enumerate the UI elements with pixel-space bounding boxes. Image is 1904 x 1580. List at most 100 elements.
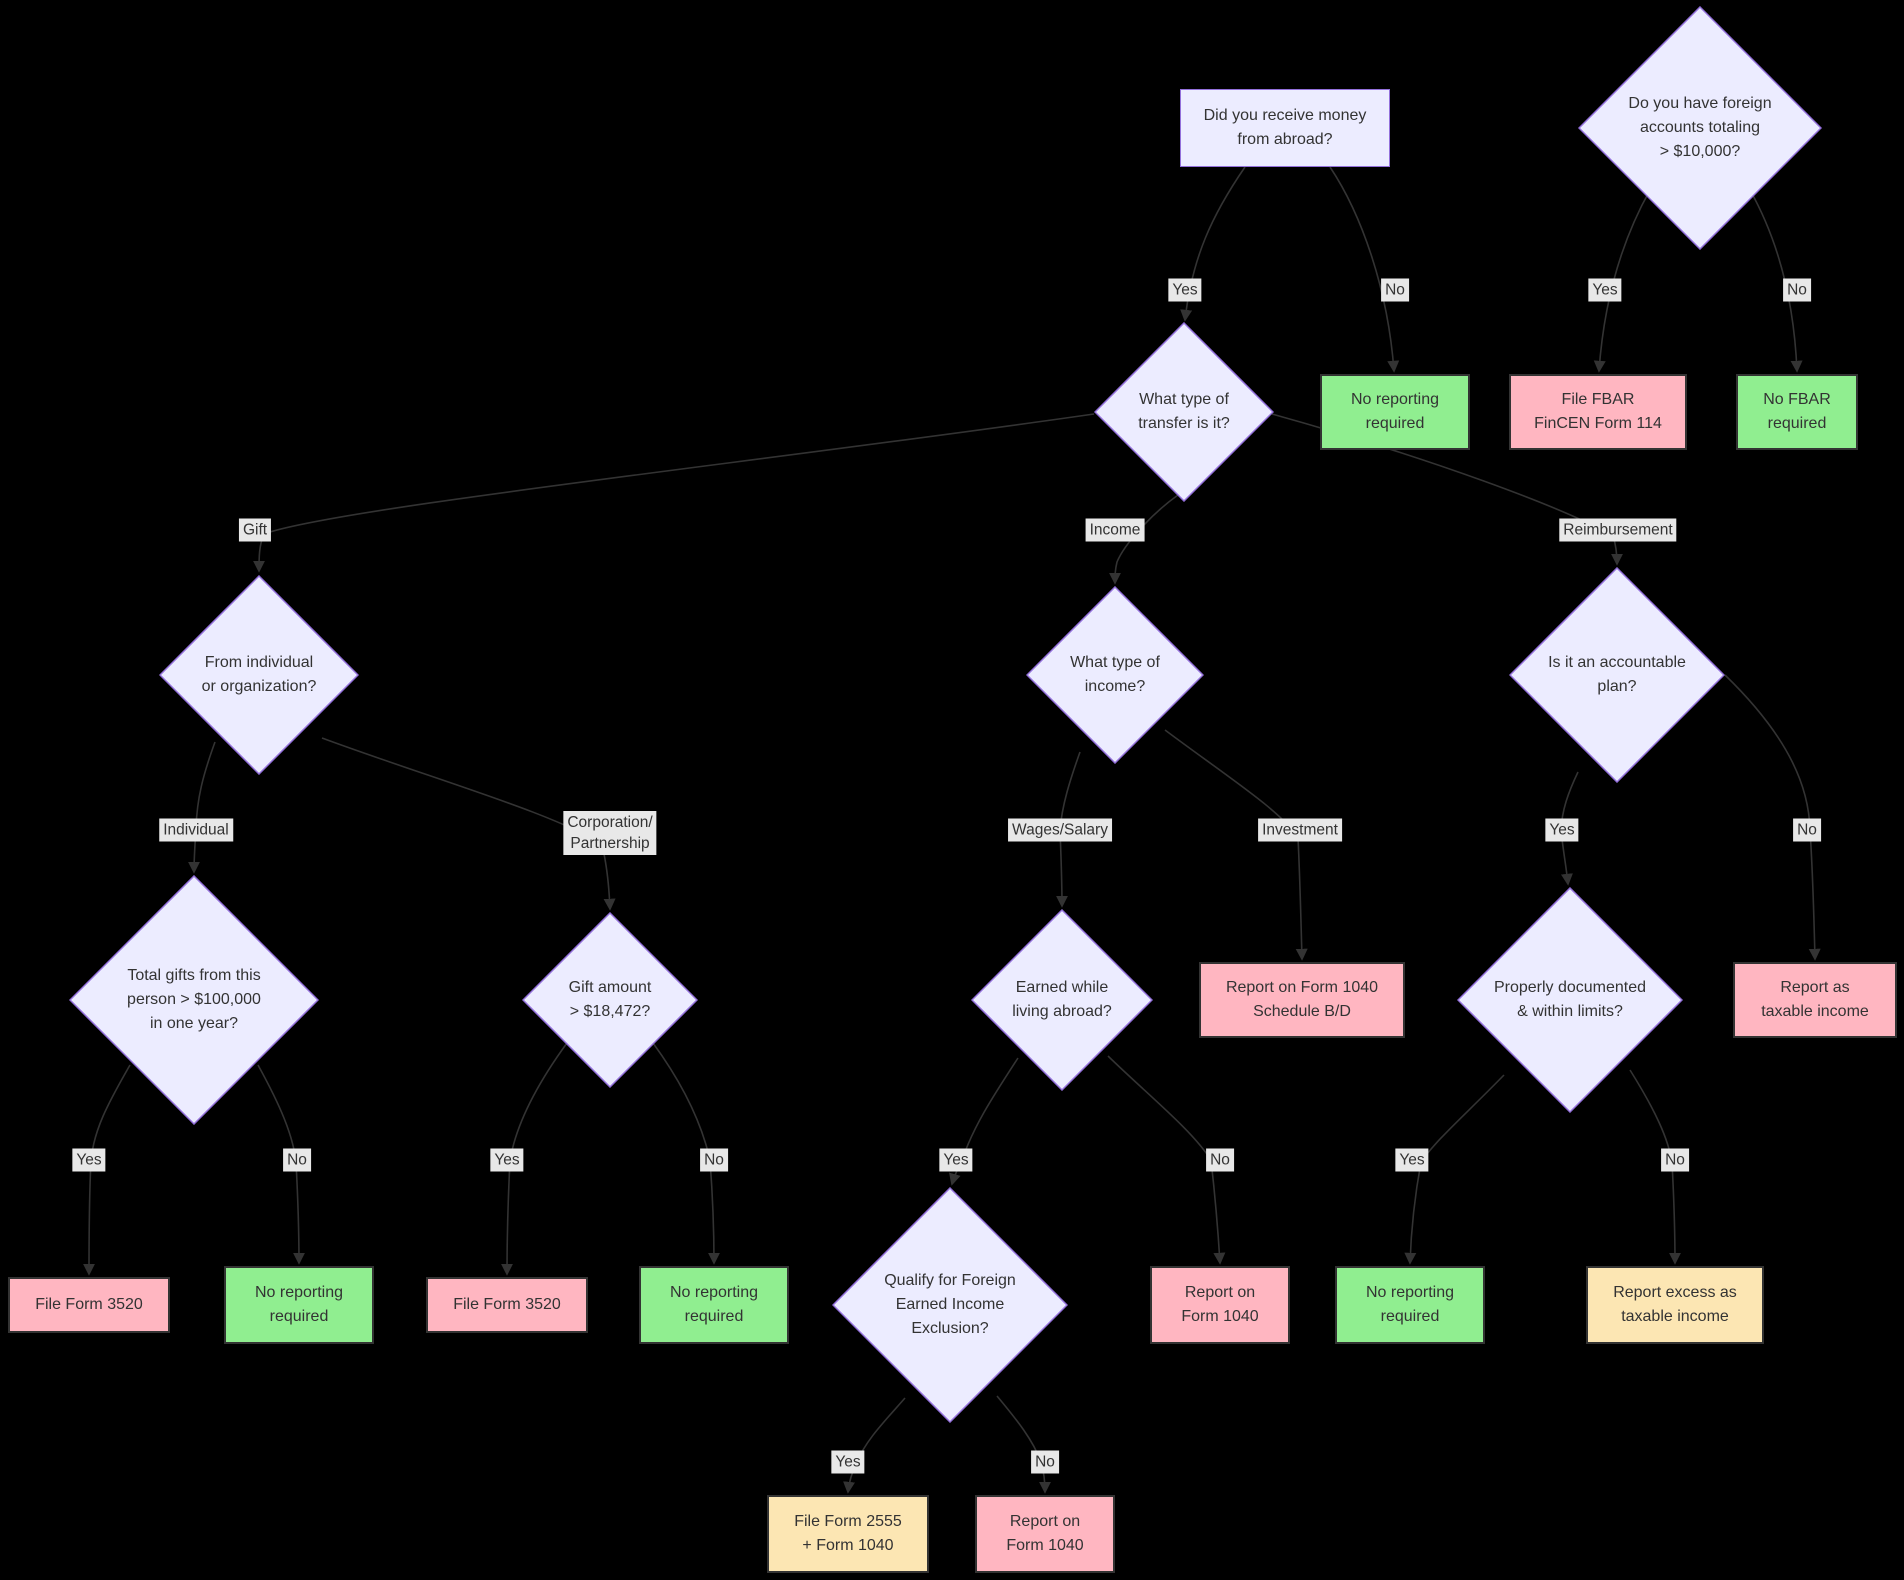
- edge-label-no-foreign-accounts: No: [1783, 278, 1811, 302]
- edge-label-no-accountable-line: No: [1797, 821, 1817, 839]
- edge-label-no-foreign-accounts-line: No: [1787, 281, 1807, 299]
- edge-label-reimbursement: Reimbursement: [1559, 518, 1677, 542]
- edge-label-individual-line: Individual: [163, 821, 229, 839]
- decision-type-of-transfer-label-line: What type of: [1139, 391, 1229, 408]
- edge-label-yes-earned-abroad-line: Yes: [943, 1151, 969, 1169]
- edge-accounts-yes-to-fbar: [1593, 189, 1651, 373]
- result-no-fbar-required-label-line: required: [1767, 415, 1827, 432]
- edge-label-gift: Gift: [238, 518, 272, 542]
- decision-type-of-transfer: What type of transfer is it?: [1094, 322, 1274, 502]
- result-no-fbar-required: No FBAR required: [1736, 374, 1858, 450]
- decision-qualify-foreign-earned-income-exclusion-shape: [832, 1187, 1068, 1423]
- edge-label-no-received: No: [1381, 278, 1409, 302]
- edge-label-corporation-partnership-line: Corporation/: [567, 814, 653, 831]
- edge-label-wages-salary: Wages/Salary: [1008, 818, 1112, 842]
- edge-accounts-no-to-no-fbar: [1749, 189, 1803, 373]
- edge-label-yes-accountable-line: Yes: [1549, 821, 1575, 839]
- edge-label-yes-documented: Yes: [1395, 1148, 1429, 1172]
- decision-received-money-from-abroad-label-line: Did you receive money: [1203, 107, 1367, 124]
- decision-accountable-plan-shape: [1509, 567, 1725, 783]
- result-report-on-form-1040-wages-label-line: Report on: [1184, 1284, 1256, 1301]
- result-file-form-3520-corporation: File Form 3520: [426, 1277, 588, 1333]
- decision-foreign-accounts-over-10000-shape: [1578, 6, 1822, 250]
- edge-label-yes-earned-abroad: Yes: [939, 1148, 973, 1172]
- decision-foreign-accounts-over-10000-label-line: Do you have foreign: [1628, 95, 1772, 112]
- result-file-form-3520-corporation-label-line: File Form 3520: [453, 1296, 561, 1313]
- edge-label-no-earned-abroad: No: [1206, 1148, 1234, 1172]
- edge-label-no-documented: No: [1661, 1148, 1689, 1172]
- edge-label-yes-received: Yes: [1168, 278, 1202, 302]
- edge-transfer-income-to-income-type: [1109, 494, 1179, 585]
- edge-income-investment-to-sched-bd: [1164, 729, 1308, 961]
- edge-label-no-gift-amount-line: No: [704, 1151, 724, 1169]
- result-report-on-form-1040-wages-label-line: Form 1040: [1181, 1308, 1259, 1325]
- result-report-on-form-1040-no-exclusion-label-line: Form 1040: [1006, 1537, 1084, 1554]
- decision-type-of-transfer-shape: [1094, 322, 1274, 502]
- decision-total-gifts-over-100000: Total gifts from this person > $100,000 in…: [69, 875, 319, 1125]
- edge-label-no-gift-amount: No: [700, 1148, 728, 1172]
- edge-label-yes-accountable: Yes: [1545, 818, 1579, 842]
- edge-receive-no-to-no-reporting: [1329, 166, 1400, 373]
- decision-properly-documented-within-limits-label-line: & within limits?: [1517, 1003, 1623, 1020]
- decision-gift-amount-over-18472-label-line: Gift amount: [568, 979, 652, 996]
- result-no-reporting-required-gift-individual-label-line: No reporting: [254, 1284, 344, 1301]
- decision-foreign-accounts-over-10000-label-line: accounts totaling: [1639, 119, 1761, 136]
- result-file-fbar-fincen-114-label-line: File FBAR: [1561, 391, 1635, 408]
- edge-label-investment-line: Investment: [1262, 821, 1338, 839]
- result-no-reporting-required-transfer-label-line: required: [1365, 415, 1425, 432]
- decision-total-gifts-over-100000-label-line: Total gifts from this: [127, 967, 261, 984]
- result-no-reporting-required-accountable-label-line: required: [1380, 1308, 1440, 1325]
- result-report-excess-as-taxable-income-label-line: taxable income: [1621, 1308, 1729, 1325]
- edge-label-yes-gift-amount: Yes: [490, 1148, 524, 1172]
- decision-accountable-plan-label-line: Is it an accountable: [1548, 654, 1686, 671]
- decision-qualify-foreign-earned-income-exclusion-label-line: Exclusion?: [911, 1320, 989, 1337]
- result-file-form-2555-plus-1040-label-line: + Form 1040: [802, 1537, 894, 1554]
- edge-transfer-gift-to-individual-org: [253, 413, 1095, 573]
- decision-qualify-foreign-earned-income-exclusion-label-line: Earned Income: [895, 1296, 1005, 1313]
- result-file-form-2555-plus-1040-label-line: File Form 2555: [794, 1513, 902, 1530]
- edge-label-no-total-gifts: No: [283, 1148, 311, 1172]
- decision-properly-documented-within-limits-shape: [1457, 887, 1683, 1113]
- edge-label-wages-salary-line: Wages/Salary: [1012, 821, 1108, 839]
- edge-label-individual: Individual: [159, 818, 233, 842]
- decision-total-gifts-over-100000-shape: [69, 875, 319, 1125]
- edge-label-yes-total-gifts-line: Yes: [76, 1151, 102, 1169]
- result-no-reporting-required-gift-corporation-label-line: No reporting: [669, 1284, 759, 1301]
- decision-gift-amount-over-18472: Gift amount> $18,472?: [522, 912, 698, 1088]
- decision-type-of-income-label-line: income?: [1084, 678, 1146, 695]
- result-report-as-taxable-income-label-line: taxable income: [1761, 1003, 1869, 1020]
- decision-earned-while-living-abroad-label-line: Earned while: [1015, 979, 1109, 996]
- edge-label-no-received-line: No: [1385, 281, 1405, 299]
- decision-total-gifts-over-100000-label-line: person > $100,000: [127, 991, 261, 1008]
- result-report-on-form-1040-wages: Report on Form 1040: [1150, 1266, 1290, 1344]
- result-no-fbar-required-label-line: No FBAR: [1763, 391, 1831, 408]
- result-report-on-form-1040-no-exclusion: Report on Form 1040: [975, 1495, 1115, 1573]
- edge-label-investment: Investment: [1258, 818, 1342, 842]
- edge-label-no-documented-line: No: [1665, 1151, 1685, 1169]
- result-no-reporting-required-gift-corporation-label-line: required: [684, 1308, 744, 1325]
- edge-label-yes-documented-line: Yes: [1399, 1151, 1425, 1169]
- decision-type-of-transfer-label-line: transfer is it?: [1138, 415, 1230, 432]
- decision-individual-or-organization-shape: [159, 575, 359, 775]
- edge-label-no-earned-abroad-line: No: [1210, 1151, 1230, 1169]
- edge-label-corporation-partnership: Corporation/Partnership: [563, 811, 657, 855]
- decision-earned-while-living-abroad-shape: [971, 909, 1153, 1091]
- edge-label-yes-foreign-accounts: Yes: [1588, 278, 1622, 302]
- decision-foreign-accounts-over-10000-label-line: > $10,000?: [1659, 143, 1741, 160]
- edge-label-reimbursement-line: Reimbursement: [1563, 521, 1673, 539]
- decision-gift-amount-over-18472-shape: [522, 912, 698, 1088]
- decision-received-money-from-abroad: Did you receive money from abroad?: [1180, 89, 1390, 167]
- decision-total-gifts-over-100000-label-line: in one year?: [149, 1015, 239, 1032]
- decision-received-money-from-abroad-label-line: from abroad?: [1237, 131, 1333, 148]
- decision-properly-documented-within-limits: Properly documented& within limits?: [1457, 887, 1683, 1113]
- result-report-on-form-1040-no-exclusion-label-line: Report on: [1009, 1513, 1081, 1530]
- edge-label-yes-feie-line: Yes: [835, 1453, 861, 1471]
- decision-qualify-foreign-earned-income-exclusion-label-line: Qualify for Foreign: [884, 1272, 1016, 1289]
